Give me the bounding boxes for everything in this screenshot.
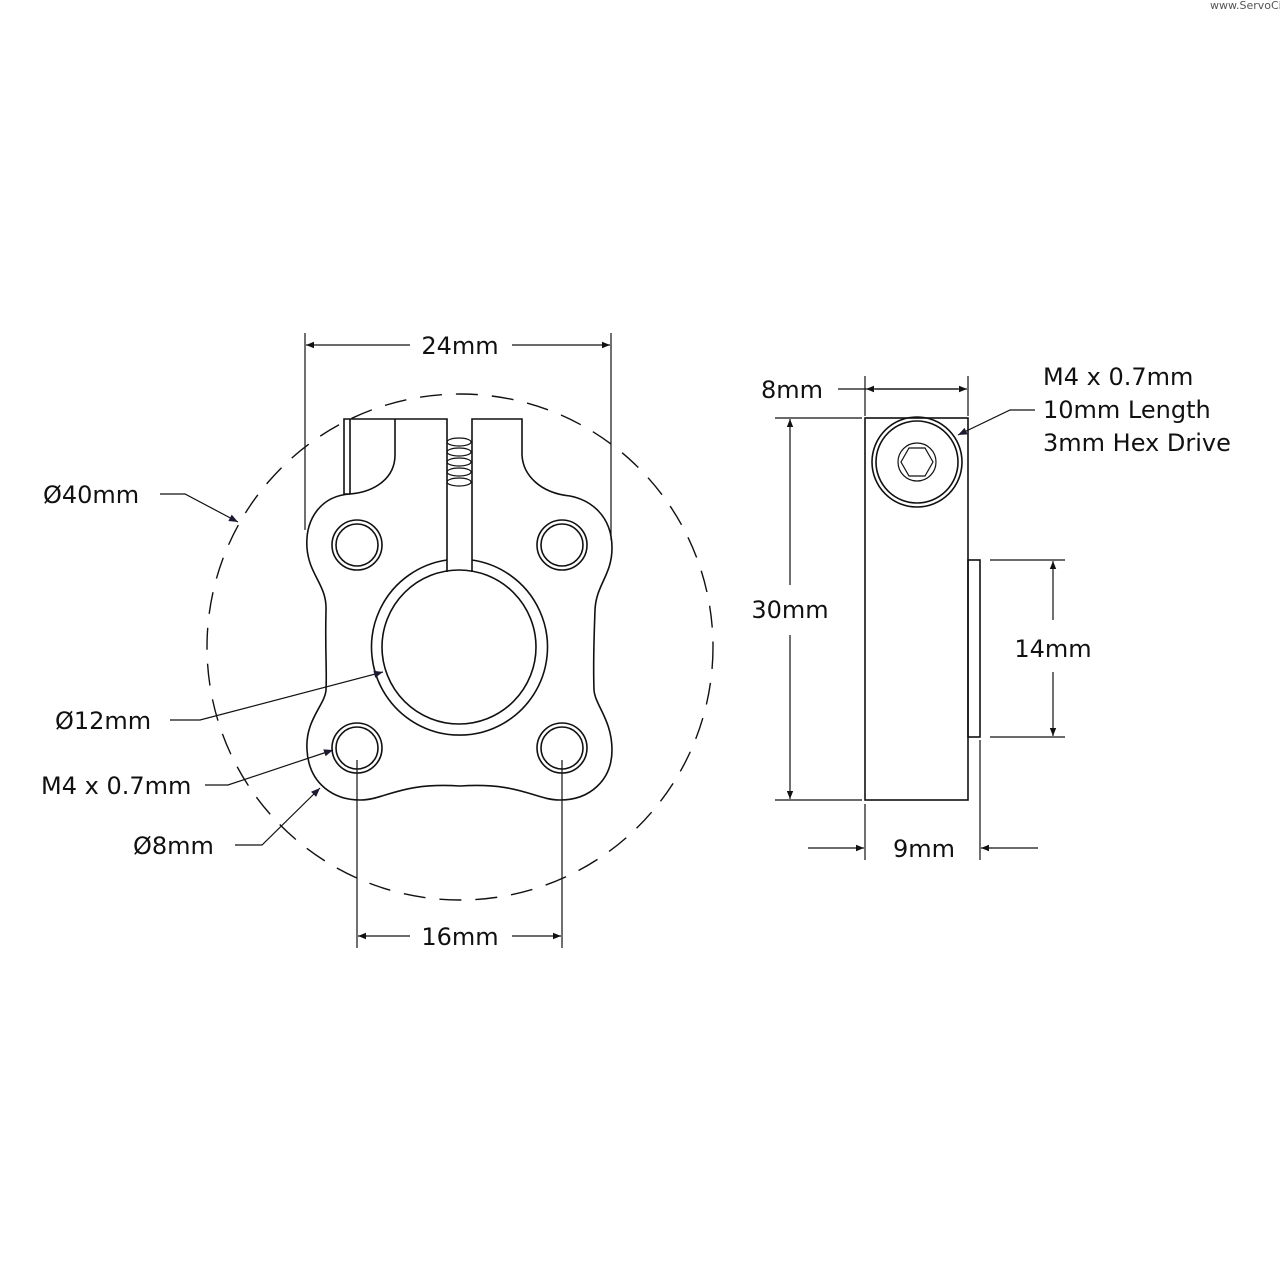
dimension-14mm: 14mm — [990, 559, 1092, 738]
leader-8mm: Ø8mm — [133, 787, 321, 860]
screw-thread-label: M4 x 0.7mm — [1043, 363, 1193, 391]
thickness-label: 8mm — [761, 376, 823, 404]
watermark: www.ServoCity — [1210, 0, 1280, 12]
mounting-hole — [536, 519, 588, 571]
clamp-outline — [306, 418, 613, 801]
screw-head — [871, 416, 963, 508]
leader-12mm: Ø12mm — [55, 670, 384, 735]
screw-drive-label: 3mm Hex Drive — [1043, 429, 1231, 457]
mounting-hole — [331, 519, 383, 571]
collar-boss — [967, 559, 981, 738]
dimension-30mm: 30mm — [751, 417, 862, 801]
bore-label: Ø12mm — [55, 707, 151, 735]
screw-length-label: 10mm Length — [1043, 396, 1211, 424]
leader-m4: M4 x 0.7mm — [41, 749, 334, 800]
left-tab-chamfer — [349, 419, 396, 495]
left-clamp-tab — [343, 418, 448, 572]
front-view: 24mm 16mm Ø40mm Ø12mm M4 x 0.7mm Ø8mm — [41, 332, 714, 951]
hex-socket-icon — [900, 447, 934, 477]
hole-thread-label: M4 x 0.7mm — [41, 772, 191, 800]
collar-body — [864, 417, 969, 801]
clamp-screw-thread — [446, 437, 472, 487]
height-label: 30mm — [751, 596, 828, 624]
bore-circle — [381, 569, 537, 725]
outer-diameter-label: Ø40mm — [43, 481, 139, 509]
hole-spacing-label: 16mm — [421, 923, 498, 951]
outer-diameter-circle — [206, 393, 714, 901]
boss-height-label: 14mm — [1014, 635, 1091, 663]
side-view: 8mm 30mm 14mm 9mm M4 x 0. — [751, 363, 1231, 863]
dimension-8mm: 8mm — [761, 376, 969, 416]
counterbore-label: Ø8mm — [133, 832, 214, 860]
width-dim-label: 24mm — [421, 332, 498, 360]
total-thickness-label: 9mm — [893, 835, 955, 863]
dimension-16mm: 16mm — [356, 760, 563, 951]
dimension-24mm: 24mm — [304, 332, 612, 540]
bore-ring — [370, 559, 549, 736]
dimension-9mm: 9mm — [808, 740, 1038, 863]
screw-callout: M4 x 0.7mm 10mm Length 3mm Hex Drive — [957, 363, 1231, 457]
leader-40mm: Ø40mm — [43, 481, 239, 523]
